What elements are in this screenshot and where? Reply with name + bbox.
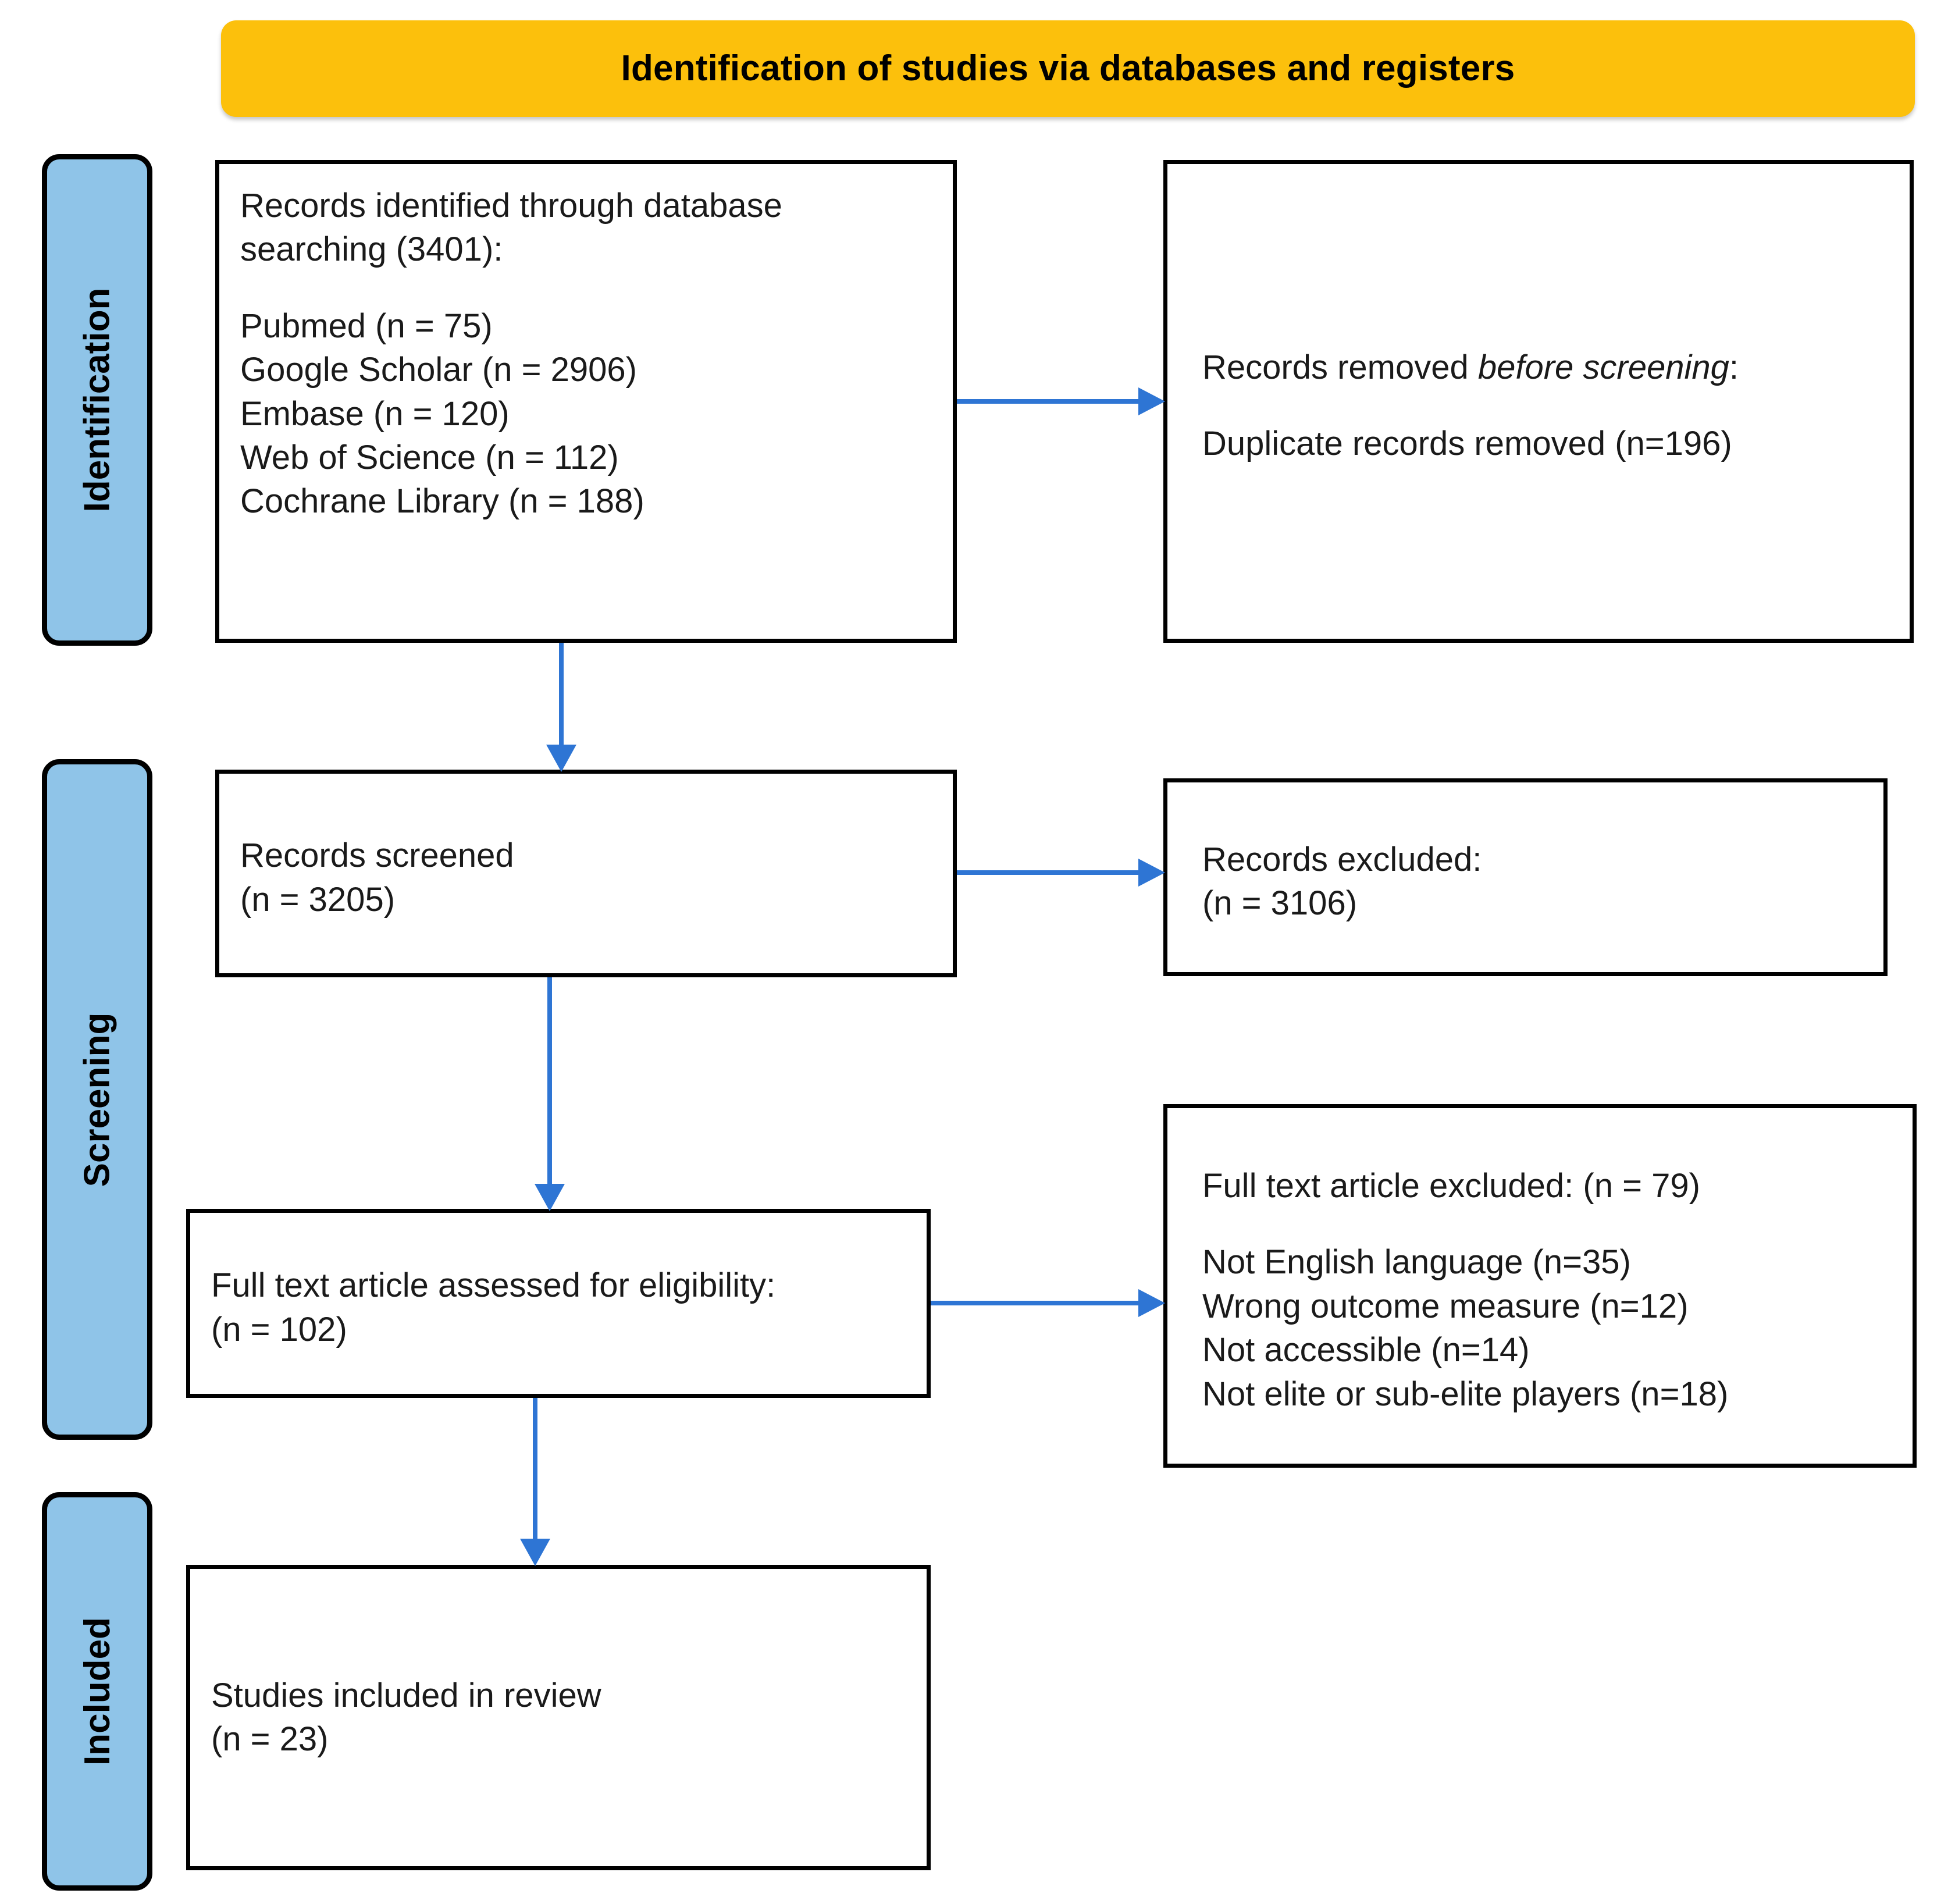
arrow-screened-to-assessed <box>529 977 570 1213</box>
records-screened-count: (n = 3205) <box>240 880 396 919</box>
stage-label-included: Included <box>42 1492 152 1891</box>
fulltext-excluded-reason-1: Wrong outcome measure (n=12) <box>1202 1287 1689 1325</box>
arrow-screened-to-excluded <box>957 855 1166 890</box>
records-identified-source-2: Embase (n = 120) <box>240 394 510 433</box>
studies-included-count: (n = 23) <box>211 1720 329 1759</box>
fulltext-excluded-heading: Full text article excluded: (n = 79) <box>1202 1167 1700 1205</box>
arrow-assessed-to-included <box>515 1398 555 1568</box>
box-records-identified: Records identified through database sear… <box>215 160 957 643</box>
arrow-assessed-to-fulltext-excluded <box>931 1286 1166 1321</box>
records-removed-heading-post: : <box>1729 348 1739 386</box>
records-removed-duplicates: Duplicate records removed (n=196) <box>1202 425 1732 462</box>
records-identified-source-0: Pubmed (n = 75) <box>240 307 493 345</box>
records-identified-heading: Records identified through database sear… <box>240 187 792 269</box>
records-identified-source-3: Web of Science (n = 112) <box>240 438 619 476</box>
stage-label-screening-text: Screening <box>77 1012 117 1187</box>
fulltext-excluded-reason-3: Not elite or sub-elite players (n=18) <box>1202 1375 1729 1413</box>
stage-label-identification-text: Identification <box>77 287 117 513</box>
diagram-title: Identification of studies via databases … <box>621 48 1515 88</box>
records-screened-label: Records screened <box>240 837 514 875</box>
stage-label-screening: Screening <box>42 759 152 1440</box>
box-records-removed: Records removed before screening: Duplic… <box>1163 160 1914 643</box>
box-fulltext-excluded: Full text article excluded: (n = 79) Not… <box>1163 1104 1917 1468</box>
arrow-identified-to-screened <box>541 643 582 774</box>
fulltext-assessed-count: (n = 102) <box>211 1310 347 1348</box>
records-removed-heading-pre: Records removed <box>1202 348 1478 386</box>
records-identified-source-1: Google Scholar (n = 2906) <box>240 351 637 389</box>
fulltext-excluded-reason-0: Not English language (n=35) <box>1202 1243 1631 1282</box>
stage-label-included-text: Included <box>77 1617 117 1766</box>
arrow-identified-to-removed <box>957 384 1166 419</box>
fulltext-assessed-label: Full text article assessed for eligibili… <box>211 1266 776 1305</box>
diagram-header-banner: Identification of studies via databases … <box>221 20 1915 117</box>
box-fulltext-assessed: Full text article assessed for eligibili… <box>186 1209 931 1398</box>
records-identified-source-4: Cochrane Library (n = 188) <box>240 482 644 521</box>
records-excluded-label: Records excluded: <box>1202 840 1482 878</box>
stage-label-identification: Identification <box>42 154 152 646</box>
fulltext-excluded-reason-2: Not accessible (n=14) <box>1202 1331 1530 1369</box>
box-records-screened: Records screened (n = 3205) <box>215 770 957 977</box>
box-studies-included: Studies included in review (n = 23) <box>186 1565 931 1870</box>
records-removed-heading-italic: before screening <box>1477 348 1729 386</box>
records-removed-heading: Records removed before screening: <box>1202 346 1890 389</box>
studies-included-label: Studies included in review <box>211 1677 601 1714</box>
box-records-excluded: Records excluded: (n = 3106) <box>1163 778 1888 976</box>
records-excluded-count: (n = 3106) <box>1202 884 1358 922</box>
